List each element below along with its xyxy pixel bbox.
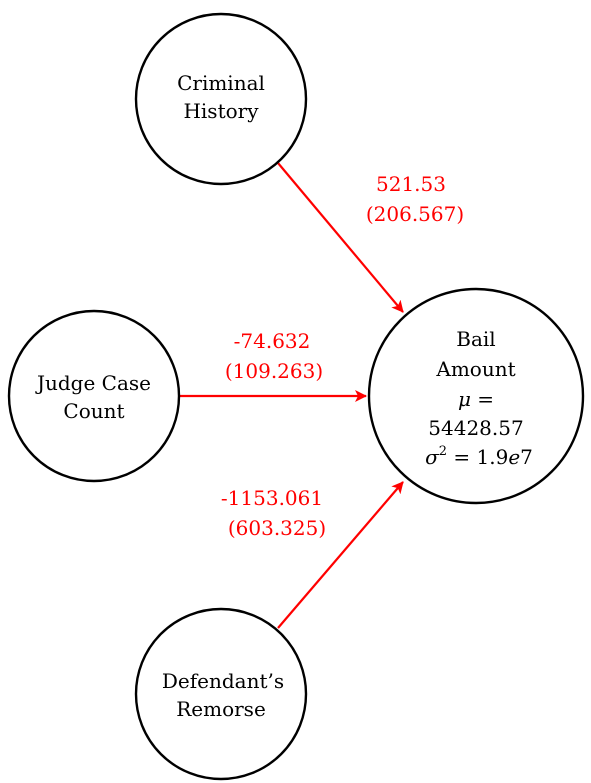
edge-label-judge-case-count: -74.632 (109.263) [225, 329, 323, 383]
node-label-line: Defendant’s [162, 669, 284, 693]
mu-symbol: μ [458, 387, 471, 411]
sigma-exponent: 2 [439, 444, 447, 459]
coefficient: -1153.061 [221, 486, 323, 510]
coefficient: 521.53 [376, 172, 446, 196]
mu-equals: = [471, 387, 494, 411]
node-circle [7, 309, 181, 483]
standard-error: (109.263) [225, 359, 323, 383]
node-circle [134, 607, 308, 781]
node-label-line: Bail [456, 327, 495, 351]
standard-error: (603.325) [228, 516, 326, 540]
node-label-line: Remorse [176, 697, 266, 721]
node-label-line: Judge Case [35, 371, 151, 395]
node-criminal-history: Criminal History [134, 12, 308, 186]
edge-criminal-history-to-bail-amount [277, 162, 404, 313]
edge-label-criminal-history: 521.53 (206.567) [366, 172, 464, 226]
sigma-expression: σ2 = 1.9e7 [425, 444, 533, 469]
edge-defendants-remorse-to-bail-amount [277, 481, 404, 629]
sigma-symbol: σ [425, 445, 440, 469]
edge-label-defendants-remorse: -1153.061 (603.325) [221, 486, 326, 540]
sigma-magnitude: 7 [520, 445, 533, 469]
mu-expression: μ = [458, 387, 494, 411]
node-label-line: History [183, 99, 259, 123]
node-label-line: Criminal [177, 71, 265, 95]
sigma-e: e [508, 445, 520, 469]
sigma-equals: = 1.9 [447, 445, 508, 469]
node-circle [367, 287, 585, 505]
node-label-line: Count [63, 399, 124, 423]
node-defendants-remorse: Defendant’s Remorse [134, 607, 308, 781]
node-circle [134, 12, 308, 186]
node-bail-amount: Bail Amount μ = 54428.57 σ2 = 1.9e7 [367, 287, 585, 505]
standard-error: (206.567) [366, 202, 464, 226]
node-label-line: Amount [435, 357, 515, 381]
node-judge-case-count: Judge Case Count [7, 309, 181, 483]
mu-value: 54428.57 [428, 416, 523, 440]
coefficient: -74.632 [234, 329, 311, 353]
